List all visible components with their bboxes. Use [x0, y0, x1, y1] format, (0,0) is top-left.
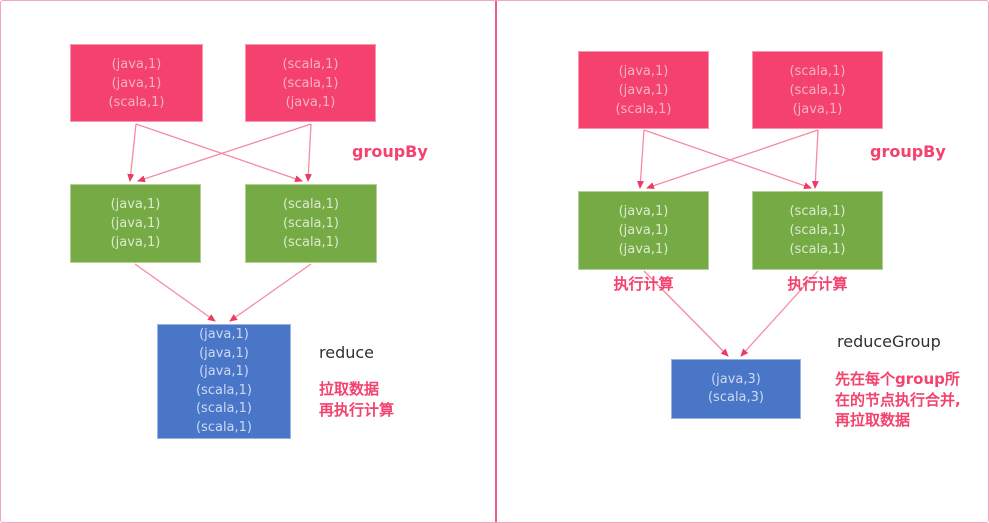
left-source-box-2: (scala,1) (scala,1) (java,1) — [245, 44, 376, 122]
left-note-text: 拉取数据 再执行计算 — [319, 380, 395, 419]
arrow — [134, 263, 216, 322]
left-source-box-1: (java,1) (java,1) (scala,1) — [70, 44, 203, 122]
left-group-box-2: (scala,1) (scala,1) (scala,1) — [245, 184, 377, 263]
right-groupby-label: groupBy — [870, 142, 946, 161]
panel-divider — [495, 1, 497, 522]
right-compute-label-2: 执行计算 — [787, 275, 848, 293]
arrow — [127, 123, 137, 182]
arrow — [646, 129, 819, 190]
right-note-text: 先在每个group所 在的节点执行合并, 再拉取数据 — [835, 370, 961, 429]
left-result-box: (java,1) (java,1) (java,1) (scala,1) (sc… — [157, 324, 291, 439]
arrow — [135, 123, 303, 183]
arrow — [811, 129, 819, 189]
arrow — [229, 263, 312, 322]
right-result-box: (java,3) (scala,3) — [671, 359, 801, 419]
right-group-box-1: (java,1) (java,1) (java,1) — [578, 191, 709, 270]
right-source-box-2: (scala,1) (scala,1) (java,1) — [752, 51, 883, 129]
left-operation-label: reduce — [319, 343, 375, 362]
arrow — [137, 123, 312, 183]
arrow — [636, 129, 645, 189]
right-operation-label: reduceGroup — [837, 332, 941, 351]
arrow — [304, 123, 312, 182]
right-group-box-2: (scala,1) (scala,1) (scala,1) — [752, 191, 883, 270]
right-source-box-1: (java,1) (java,1) (scala,1) — [578, 51, 709, 129]
left-group-box-1: (java,1) (java,1) (java,1) — [70, 184, 201, 263]
arrow — [643, 129, 812, 190]
right-compute-label-1: 执行计算 — [613, 275, 674, 293]
left-groupby-label: groupBy — [352, 142, 428, 161]
